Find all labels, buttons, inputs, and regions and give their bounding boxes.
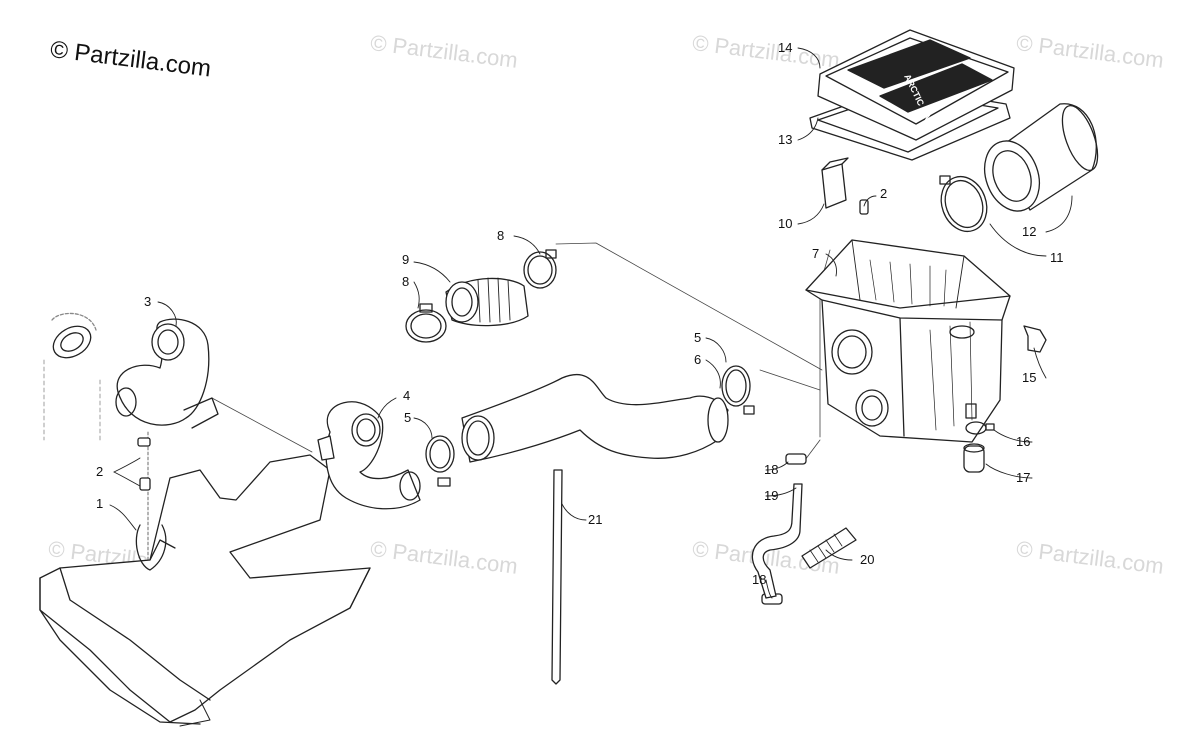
callout-4: 4: [403, 388, 410, 403]
callout-7: 7: [812, 246, 819, 261]
callout-10: 10: [778, 216, 792, 231]
callout-19: 19: [764, 488, 778, 503]
part-1-skid-plate: [39, 454, 371, 727]
callout-18: 18: [764, 462, 778, 477]
callout-13: 13: [778, 132, 792, 147]
callout-17: 17: [1016, 470, 1030, 485]
callout-20: 20: [860, 552, 874, 567]
part-4-elbow: [317, 401, 421, 510]
callout-11: 11: [1050, 250, 1064, 265]
part-9-coupler-hose: [405, 249, 557, 343]
callout-1: 1: [96, 496, 103, 511]
callout-21: 21: [588, 512, 602, 527]
callout-8: 8: [497, 228, 504, 243]
part-20-spring-hose: [801, 527, 857, 569]
part-12-filter: [983, 103, 1099, 212]
part-2-fastener: [137, 199, 869, 491]
part-3-elbow: [51, 312, 219, 429]
callout-12: 12: [1022, 224, 1036, 239]
callout-6: 6: [694, 352, 701, 367]
part-21-strap: [551, 469, 563, 685]
callout-16: 16: [1016, 434, 1030, 449]
callout-2: 2: [96, 464, 103, 479]
part-19-hose: [751, 483, 803, 599]
callout-18: 18: [752, 572, 766, 587]
callout-8: 8: [402, 274, 409, 289]
callout-15: 15: [1022, 370, 1036, 385]
callout-leaders: [109, 47, 1073, 599]
part-6-duct: [461, 373, 729, 463]
callout-3: 3: [144, 294, 151, 309]
callout-2: 2: [880, 186, 887, 201]
callout-14: 14: [778, 40, 792, 55]
part-16-clamp: [965, 421, 995, 435]
part-17-plug: [963, 443, 985, 473]
callout-5: 5: [404, 410, 411, 425]
callout-9: 9: [402, 252, 409, 267]
part-15-clip: [1023, 325, 1047, 353]
callout-labels: 1 2 2 3 4 5 5 6 7 8 8 9 10 11 12 13 14 1…: [96, 40, 1064, 587]
part-11-clamp: [939, 175, 988, 233]
part-5-clamp: [425, 365, 755, 487]
part-10-block: [821, 157, 849, 209]
part-7-airbox: [805, 239, 1011, 443]
callout-5: 5: [694, 330, 701, 345]
part-14-lid: ARCTIC CAT: [817, 29, 1015, 141]
